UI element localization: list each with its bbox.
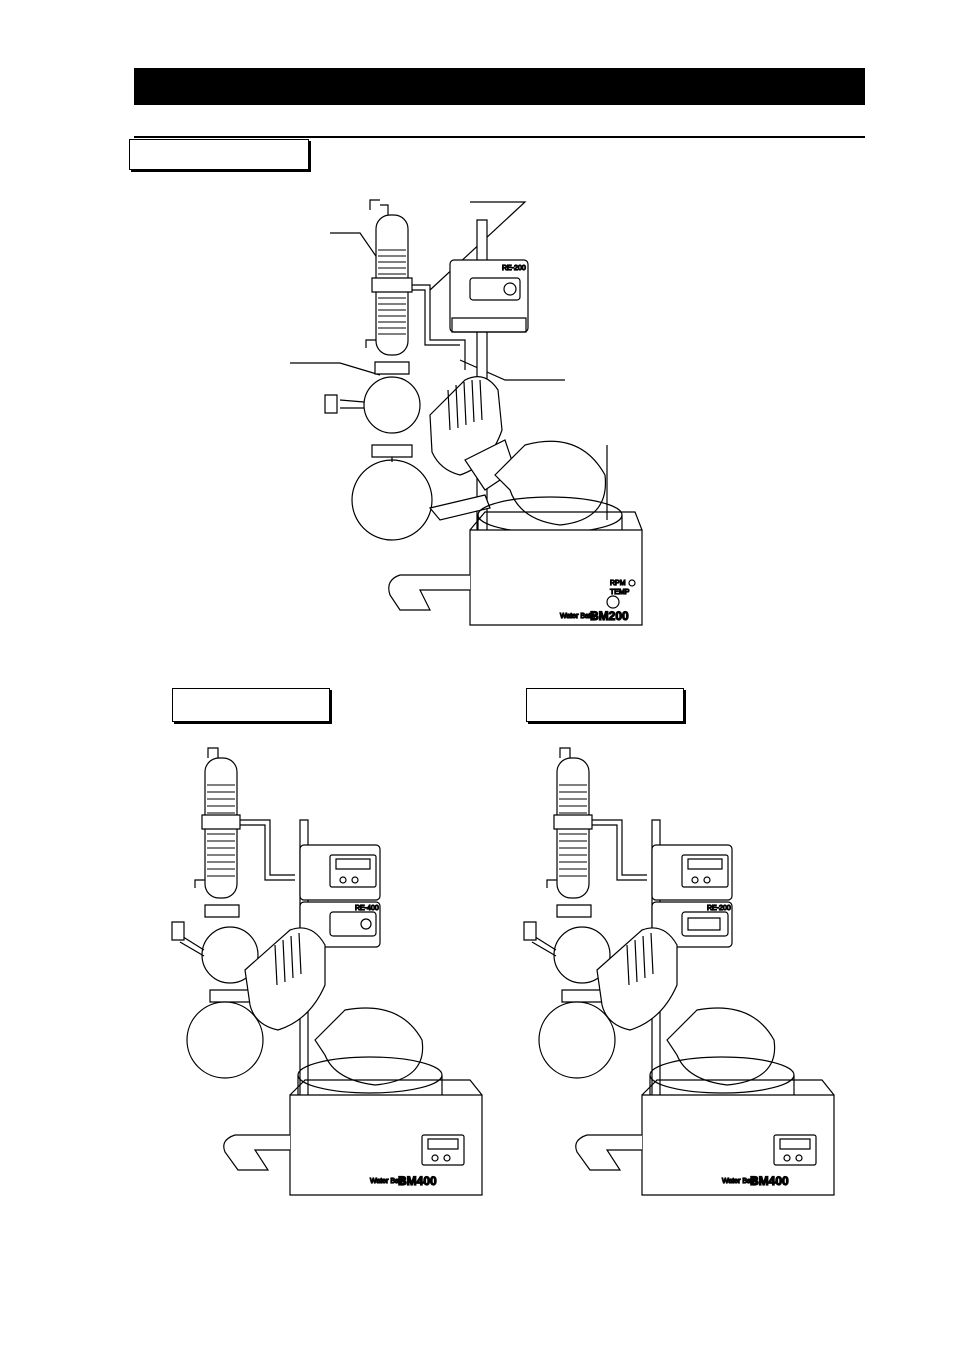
knob-label-top: RPM bbox=[610, 580, 626, 587]
base-stand bbox=[389, 575, 470, 610]
hose bbox=[592, 820, 647, 875]
bath-model-label: BM200 bbox=[590, 609, 629, 623]
bath-label: Water Bath bbox=[370, 1178, 405, 1185]
controller-unit-top bbox=[652, 845, 732, 900]
controller-label: RE-200 bbox=[502, 265, 526, 272]
bath-label: Water Bath bbox=[722, 1178, 757, 1185]
section-label-box bbox=[129, 139, 309, 170]
evaporating-flask bbox=[667, 1008, 775, 1085]
hose-inner bbox=[592, 825, 647, 880]
controller-unit: RE-200 bbox=[450, 260, 528, 332]
clamp bbox=[430, 495, 490, 520]
condenser bbox=[547, 748, 592, 917]
hose bbox=[240, 820, 295, 875]
condenser bbox=[366, 200, 412, 374]
header-bar bbox=[134, 68, 865, 105]
rotary-evaporator-main-figure: RE-200 RPM TEMP Water Bath BM200 bbox=[280, 190, 680, 640]
config-right-label-box bbox=[526, 688, 684, 722]
hose bbox=[412, 285, 465, 370]
hose-inner bbox=[240, 825, 295, 880]
hose-inner bbox=[412, 290, 460, 345]
controller-unit-bottom: RE-200 bbox=[652, 902, 732, 947]
controller-unit-bottom: RE-400 bbox=[300, 902, 380, 947]
vapor-duct-and-flask bbox=[172, 922, 263, 1078]
evaporating-flask bbox=[315, 1008, 423, 1085]
knob-label-bottom: TEMP bbox=[610, 589, 630, 596]
controller-label: RE-400 bbox=[355, 905, 379, 912]
evaporating-flask bbox=[495, 441, 605, 525]
water-bath: Water Bath BM400 bbox=[642, 1057, 834, 1195]
vapor-duct-and-flask bbox=[524, 922, 615, 1078]
bath-model-label: BM400 bbox=[398, 1174, 437, 1188]
condenser bbox=[195, 748, 240, 917]
vapor-duct-and-flask bbox=[325, 377, 432, 540]
base-stand bbox=[576, 1135, 642, 1170]
bath-model-label: BM400 bbox=[750, 1174, 789, 1188]
rotary-evaporator-left-figure: RE-400 Water Bath BM400 bbox=[160, 740, 490, 1200]
bath-label: Water Bath bbox=[560, 613, 595, 620]
motor-housing bbox=[245, 928, 325, 1030]
config-left-label-box bbox=[172, 688, 330, 722]
rotary-evaporator-right-figure: RE-200 Water Bath BM400 bbox=[512, 740, 842, 1200]
water-bath: Water Bath BM400 bbox=[290, 1057, 482, 1195]
base-stand bbox=[224, 1135, 290, 1170]
controller-unit-top bbox=[300, 845, 380, 900]
motor-housing bbox=[597, 928, 677, 1030]
section-rule bbox=[134, 136, 865, 138]
water-bath: RPM TEMP Water Bath BM200 bbox=[470, 445, 642, 625]
controller-label: RE-200 bbox=[707, 905, 731, 912]
